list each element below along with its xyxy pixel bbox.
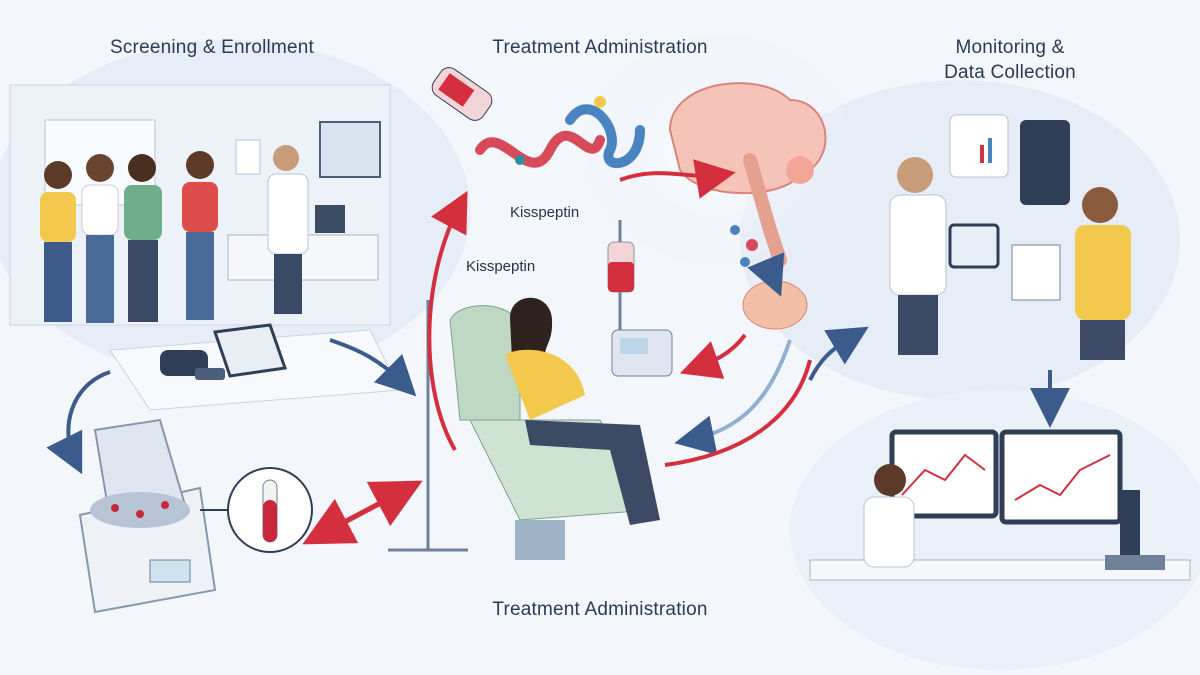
doctor-monitoring (889, 157, 947, 355)
doctor-screening (267, 145, 309, 314)
section-title-monitoring-line1: Monitoring & (955, 37, 1065, 58)
microscope-icon (1105, 490, 1165, 570)
centrifuge-icon (78, 418, 217, 614)
monitor-icon (999, 429, 1123, 525)
tablet-icon (948, 223, 1000, 269)
blood-pressure-cuff-icon (160, 350, 225, 380)
monitor-icon (889, 429, 999, 519)
blood-tube-icon (200, 467, 313, 553)
tablet-icon (212, 323, 288, 378)
vial-icon (431, 67, 493, 121)
section-title-screening: Screening & Enrollment (109, 37, 314, 58)
equipment-table (109, 323, 401, 411)
chart-bubble-left-icon (949, 114, 1009, 178)
kisspeptin-label-lower: Kisspeptin (466, 258, 536, 275)
kisspeptin-label-upper: Kisspeptin (510, 204, 580, 221)
section-title-monitoring-line2: Data Collection (944, 61, 1076, 83)
patient-4 (182, 151, 218, 320)
patient-in-chair (505, 297, 660, 525)
section-title-treatment-bottom: Treatment Administration (492, 599, 708, 620)
scientist (863, 464, 915, 568)
section-title-treatment-top: Treatment Administration (492, 37, 708, 58)
infusion-pump-icon (611, 329, 673, 377)
patient-3 (124, 154, 162, 322)
lab-workstation (809, 429, 1191, 581)
section-title-monitoring: Monitoring & Data Collection (900, 36, 1120, 85)
data-bubble-right-icon (1020, 120, 1070, 205)
monitoring-scene (889, 114, 1131, 360)
report-icon (1011, 244, 1061, 301)
patient-2 (81, 154, 119, 323)
patient-1 (40, 161, 76, 322)
kisspeptin-molecule-icon (475, 96, 645, 168)
patient-group (40, 145, 309, 323)
flow-arrows (46, 159, 1070, 545)
patient-monitoring (1075, 187, 1131, 360)
pituitary-gland-icon (742, 280, 808, 330)
